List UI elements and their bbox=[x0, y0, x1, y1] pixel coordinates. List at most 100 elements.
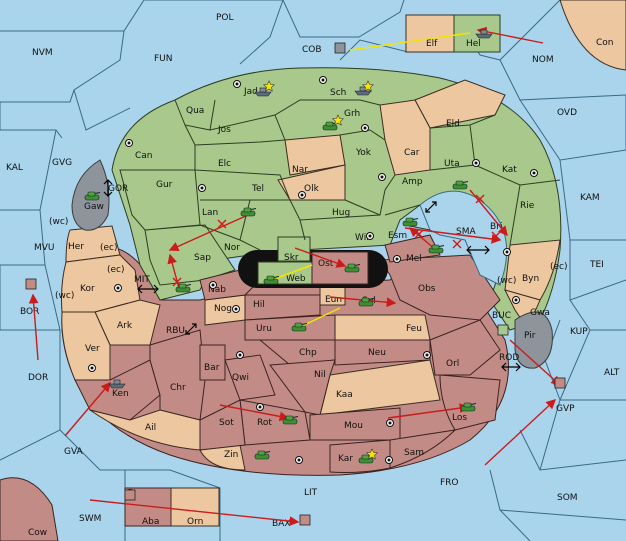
label-hug: Hug bbox=[332, 208, 350, 218]
label-lan: Lan bbox=[202, 208, 218, 218]
territory-nil[interactable] bbox=[269, 359, 336, 416]
supply-center-icon bbox=[295, 456, 303, 464]
adjacency-arrows bbox=[103, 179, 521, 372]
label-mit: MIT bbox=[134, 275, 150, 285]
territory-bar[interactable] bbox=[199, 344, 226, 381]
label-nar: Nar bbox=[292, 165, 308, 175]
tank-icon[interactable] bbox=[358, 297, 375, 307]
label-swm: SWM bbox=[79, 514, 101, 524]
label-kar: Kar bbox=[338, 454, 353, 464]
label-qua: Qua bbox=[186, 106, 204, 116]
tank-icon[interactable] bbox=[175, 283, 192, 293]
label-gor: GOR bbox=[108, 184, 128, 194]
move-arrow bbox=[167, 253, 181, 293]
label-alt: ALT bbox=[604, 368, 620, 378]
territory-hil[interactable] bbox=[244, 294, 321, 321]
label-ovd: OVD bbox=[557, 108, 577, 118]
territory-ail[interactable] bbox=[89, 409, 201, 451]
move-arrow bbox=[469, 189, 508, 237]
label-ken: Ken bbox=[112, 389, 129, 399]
label-orn: Orn bbox=[187, 517, 203, 527]
label-yok: Yok bbox=[355, 148, 372, 158]
ship-icon[interactable] bbox=[475, 29, 493, 39]
label-gaw: Gaw bbox=[84, 202, 104, 212]
label-mel: Mel bbox=[406, 254, 422, 264]
units bbox=[84, 29, 493, 464]
label-neu: Neu bbox=[368, 348, 386, 358]
supply-center-icon bbox=[423, 351, 431, 359]
label-lit: LIT bbox=[304, 488, 318, 498]
territory-ost[interactable] bbox=[311, 251, 369, 285]
tank-icon[interactable] bbox=[344, 263, 361, 273]
ship-icon[interactable] bbox=[354, 86, 372, 96]
territory-pir[interactable] bbox=[514, 311, 553, 369]
tank-icon[interactable] bbox=[240, 207, 257, 217]
label-bar: Bar bbox=[204, 363, 220, 373]
tank-icon[interactable] bbox=[263, 275, 280, 285]
territory-los[interactable] bbox=[439, 374, 501, 431]
label-chr: Chr bbox=[170, 383, 186, 393]
label-hel: Hel bbox=[466, 39, 481, 49]
order-arrows bbox=[28, 26, 562, 526]
move-arrow bbox=[168, 214, 249, 252]
territory-zin[interactable] bbox=[199, 444, 246, 471]
tank-icon[interactable] bbox=[452, 180, 469, 190]
label-eun: Eun bbox=[325, 295, 342, 305]
tank-icon[interactable] bbox=[282, 415, 299, 425]
territory-skr[interactable] bbox=[277, 236, 311, 262]
territory-cow[interactable] bbox=[0, 477, 59, 541]
territory-sam[interactable] bbox=[389, 429, 457, 469]
label-ost: Ost bbox=[318, 259, 334, 269]
supply-center-icon bbox=[209, 281, 217, 289]
move-arrow bbox=[28, 293, 39, 361]
label-elc: Elc bbox=[218, 159, 231, 169]
tank-icon[interactable] bbox=[358, 454, 375, 464]
label-kam: KAM bbox=[580, 193, 600, 203]
label-obs: Obs bbox=[418, 284, 436, 294]
move-arrow bbox=[294, 247, 347, 268]
move-arrow bbox=[408, 227, 437, 251]
tank-icon[interactable] bbox=[428, 244, 445, 254]
label-chp: Chp bbox=[299, 348, 317, 358]
cut-markers bbox=[172, 194, 501, 287]
label-coast-ec-byn: (ec) bbox=[550, 262, 568, 272]
label-cow: Cow bbox=[28, 528, 47, 538]
label-coast-wc-her: (wc) bbox=[49, 217, 68, 227]
ship-icon[interactable] bbox=[254, 87, 272, 97]
tank-icon[interactable] bbox=[402, 217, 419, 227]
territory-qwi[interactable] bbox=[224, 354, 276, 401]
label-los: Los bbox=[452, 413, 467, 423]
tank-icon[interactable] bbox=[460, 402, 477, 412]
ship-icon[interactable] bbox=[108, 379, 126, 389]
tank-icon[interactable] bbox=[291, 322, 308, 332]
label-dor: DOR bbox=[28, 373, 48, 383]
territory-kor[interactable] bbox=[61, 254, 141, 313]
label-pir: Pir bbox=[524, 331, 536, 341]
label-kaa: Kaa bbox=[336, 390, 353, 400]
territory-con[interactable] bbox=[559, 0, 626, 71]
supply-center-icon bbox=[236, 351, 244, 359]
territory-orn[interactable] bbox=[170, 487, 220, 527]
territory-gur[interactable] bbox=[119, 169, 201, 231]
label-byn: Byn bbox=[522, 274, 539, 284]
label-grh: Grh bbox=[344, 109, 360, 119]
tank-icon[interactable] bbox=[84, 191, 101, 201]
label-kor: Kor bbox=[80, 284, 95, 294]
supply-center-icon bbox=[298, 191, 306, 199]
territory-neu[interactable] bbox=[334, 339, 431, 366]
supply-center-icon bbox=[361, 124, 369, 132]
territory-ver[interactable] bbox=[61, 311, 111, 381]
label-coast-ec-kor: (ec) bbox=[107, 265, 125, 275]
label-her: Her bbox=[68, 242, 84, 252]
label-rot: Rot bbox=[257, 418, 272, 428]
tank-icon[interactable] bbox=[254, 450, 271, 460]
tank-icon[interactable] bbox=[322, 121, 339, 131]
territory-orl[interactable] bbox=[429, 319, 501, 376]
label-mou: Mou bbox=[344, 421, 363, 431]
label-feu: Feu bbox=[406, 324, 422, 334]
move-arrow bbox=[509, 339, 562, 386]
territory-elf[interactable] bbox=[405, 14, 455, 53]
supply-center-icon bbox=[256, 403, 264, 411]
territory-sma[interactable] bbox=[419, 190, 508, 286]
label-con: Con bbox=[596, 38, 614, 48]
